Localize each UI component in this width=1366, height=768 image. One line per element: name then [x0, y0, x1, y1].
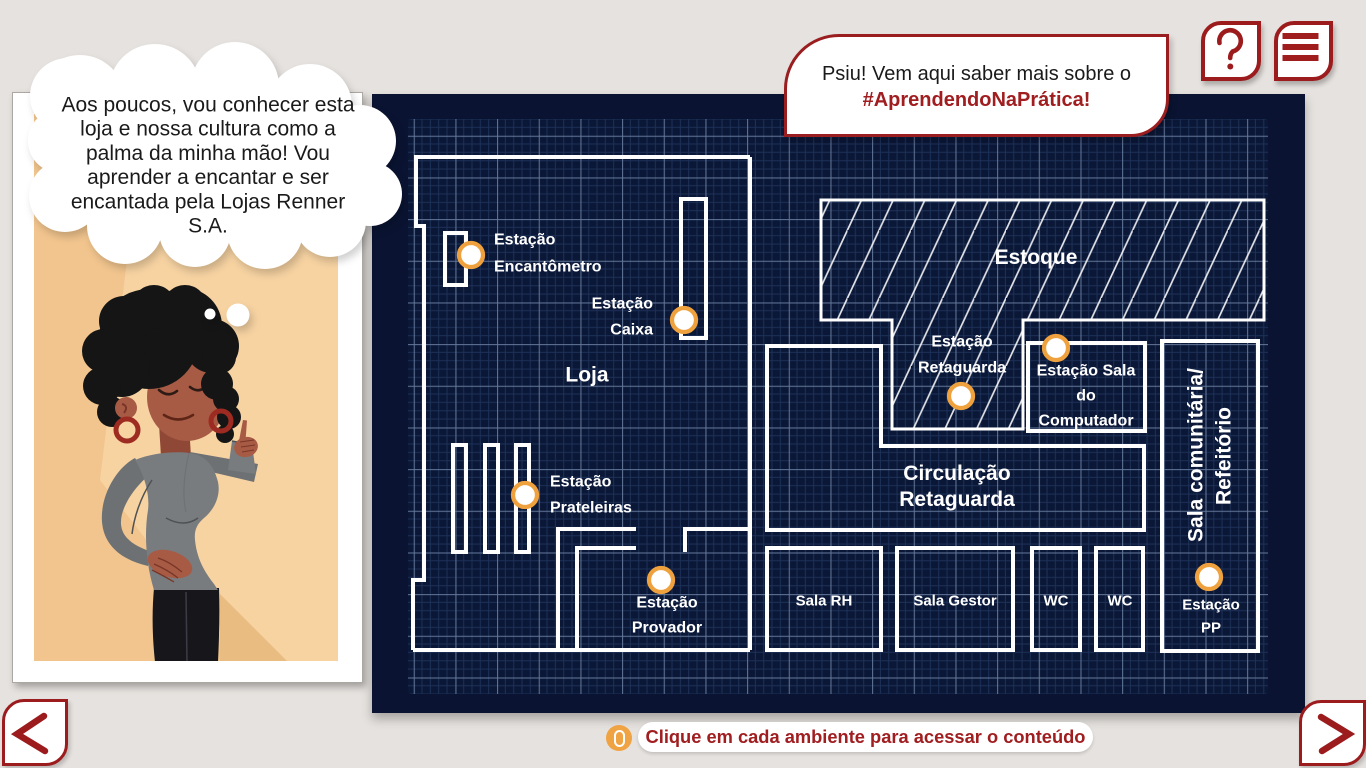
svg-text:Loja: Loja — [565, 364, 608, 387]
svg-text:Aos poucos, vou conhecer esta: Aos poucos, vou conhecer esta — [61, 94, 354, 117]
svg-text:S.A.: S.A. — [188, 215, 228, 238]
svg-text:Refeitório: Refeitório — [1213, 407, 1236, 505]
svg-text:WC: WC — [1108, 593, 1133, 610]
svg-text:Estação: Estação — [931, 334, 993, 351]
svg-text:Circulação: Circulação — [903, 462, 1010, 485]
svg-text:Estação: Estação — [1182, 597, 1240, 614]
svg-text:Retaguarda: Retaguarda — [899, 488, 1015, 511]
svg-text:Estoque: Estoque — [995, 246, 1078, 269]
svg-text:Estação: Estação — [592, 296, 654, 313]
svg-text:PP: PP — [1201, 620, 1221, 637]
svg-text:Caixa: Caixa — [610, 322, 653, 339]
svg-text:Estação: Estação — [494, 232, 556, 249]
svg-text:Sala RH: Sala RH — [796, 593, 853, 610]
svg-text:WC: WC — [1044, 593, 1069, 610]
svg-text:Sala comunitária/: Sala comunitária/ — [1185, 368, 1208, 542]
svg-text:aprender a encantar e ser: aprender a encantar e ser — [87, 166, 329, 189]
svg-text:Retaguarda: Retaguarda — [918, 360, 1006, 377]
svg-text:Encantômetro: Encantômetro — [494, 259, 602, 276]
svg-text:palma da minha mão! Vou: palma da minha mão! Vou — [86, 142, 330, 165]
svg-text:Estação Sala: Estação Sala — [1037, 363, 1136, 380]
svg-text:Computador: Computador — [1038, 413, 1133, 430]
svg-text:Provador: Provador — [632, 620, 702, 637]
svg-text:Estação: Estação — [550, 474, 612, 491]
svg-text:do: do — [1076, 388, 1096, 405]
svg-text:encantada pela Lojas Renner: encantada pela Lojas Renner — [71, 190, 345, 213]
svg-text:loja e nossa cultura como a: loja e nossa cultura como a — [80, 118, 336, 141]
svg-text:Estação: Estação — [636, 595, 698, 612]
svg-text:Prateleiras: Prateleiras — [550, 500, 632, 517]
svg-text:Sala Gestor: Sala Gestor — [913, 593, 997, 610]
